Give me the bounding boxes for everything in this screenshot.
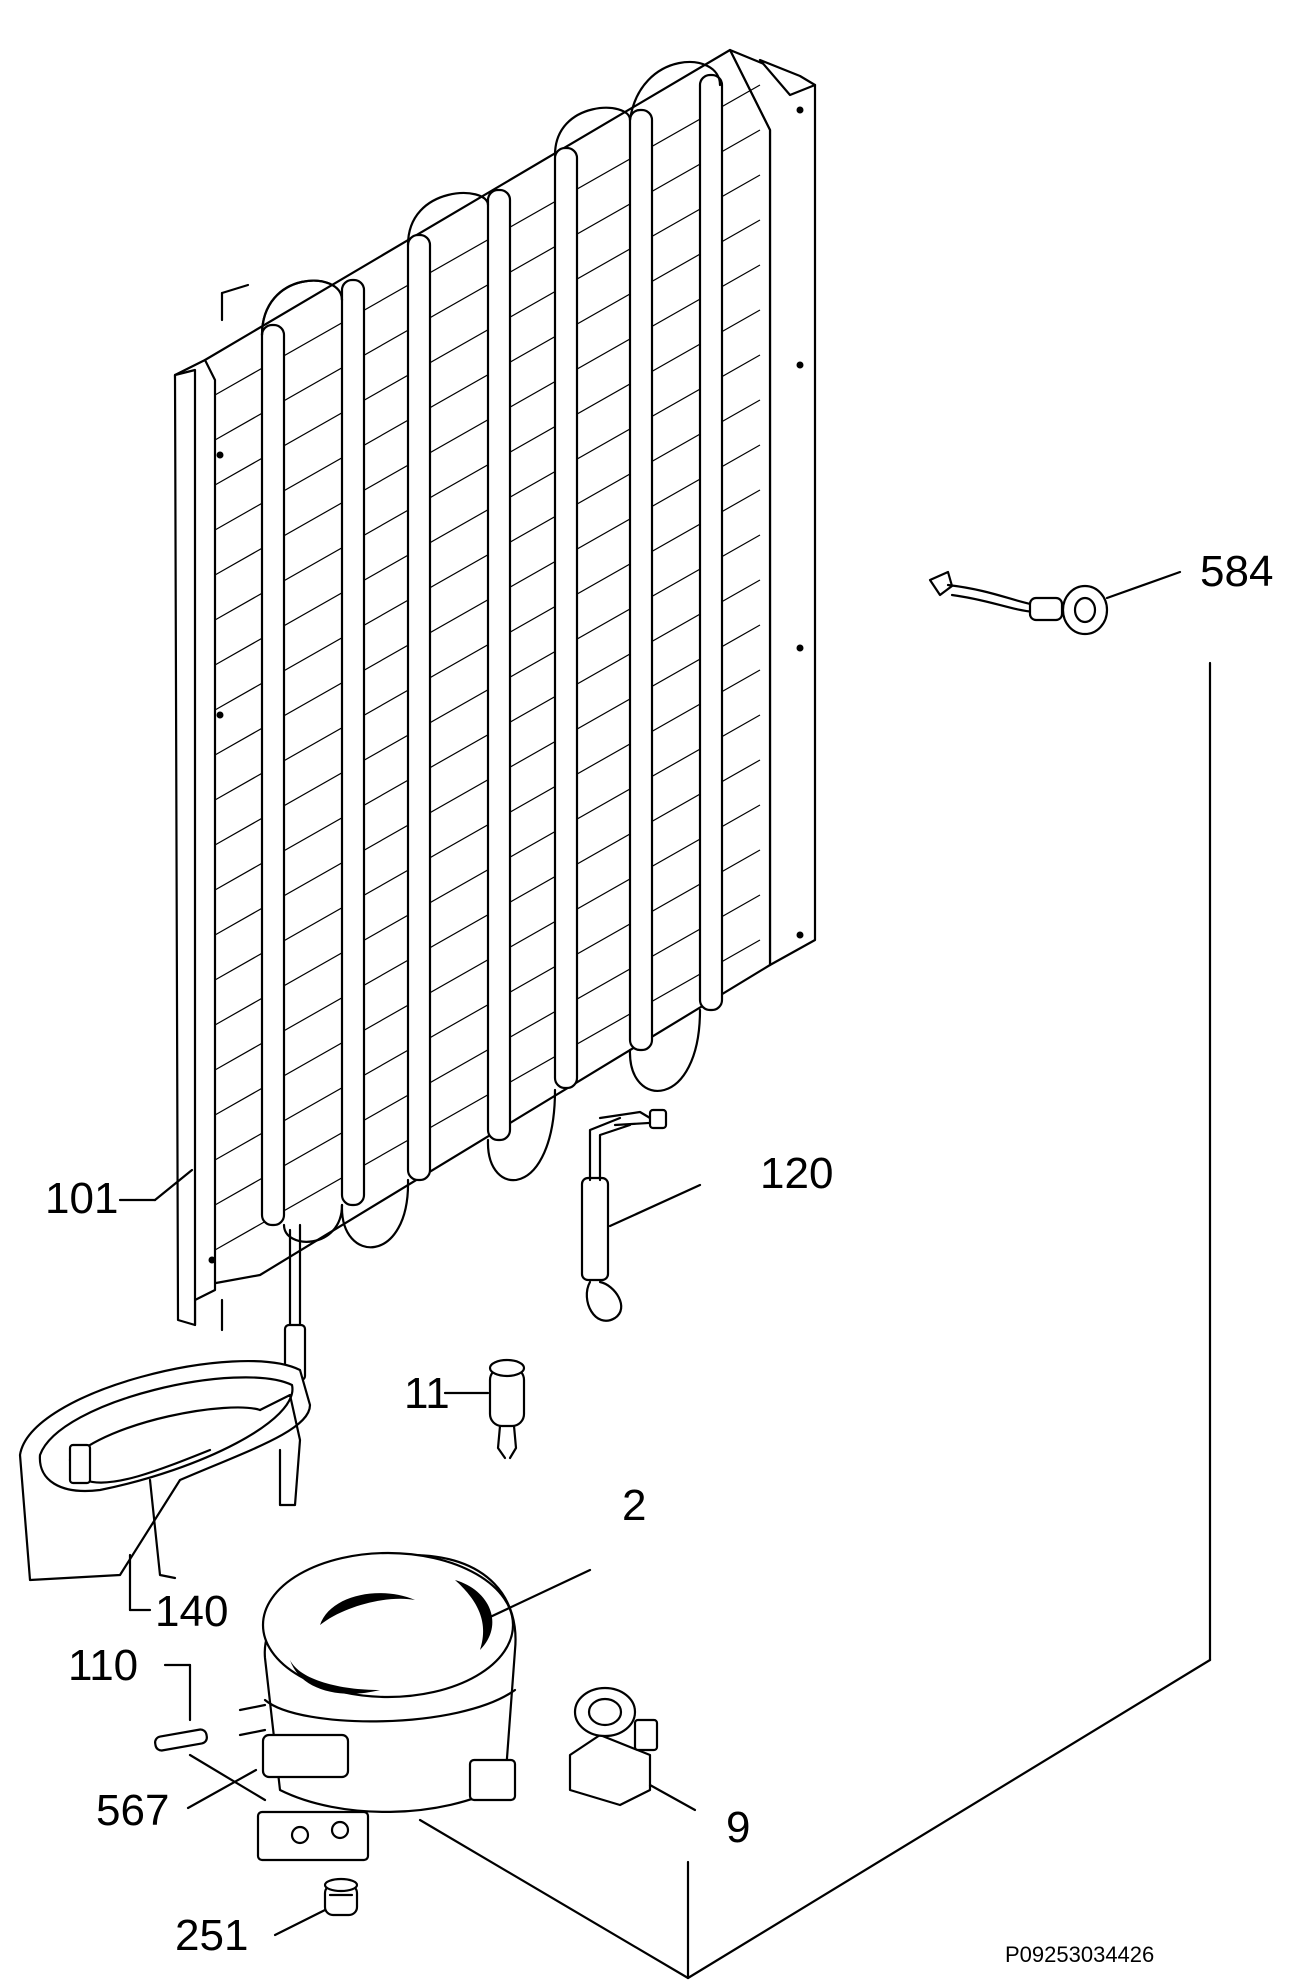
label-101: 101 [45, 1174, 118, 1223]
label-584: 584 [1200, 547, 1273, 596]
part-9-clamp [568, 1686, 697, 1812]
drawing-code: P09253034426 [1005, 1942, 1154, 1967]
label-567: 567 [96, 1786, 169, 1835]
label-120: 120 [760, 1149, 833, 1198]
part-251-foot [273, 1877, 359, 1937]
label-2: 2 [622, 1481, 646, 1530]
part-567-leader [186, 1768, 258, 1810]
cabinet-outline [220, 283, 1212, 1980]
part-140-drip-tray [18, 1359, 312, 1612]
part-11-capacitor [443, 1358, 526, 1460]
label-140: 140 [155, 1587, 228, 1636]
part-584-sensor [928, 570, 1182, 636]
part-2-compressor [238, 1551, 592, 1862]
leader-101-diag [153, 1168, 194, 1202]
label-11: 11 [404, 1369, 450, 1418]
part-110-pin [154, 1663, 267, 1802]
label-9: 9 [726, 1803, 750, 1852]
label-251: 251 [175, 1911, 248, 1960]
condenser-tubes [260, 60, 724, 1249]
condenser [173, 48, 817, 1382]
part-120-relay [580, 1108, 702, 1322]
label-110: 110 [68, 1641, 138, 1690]
